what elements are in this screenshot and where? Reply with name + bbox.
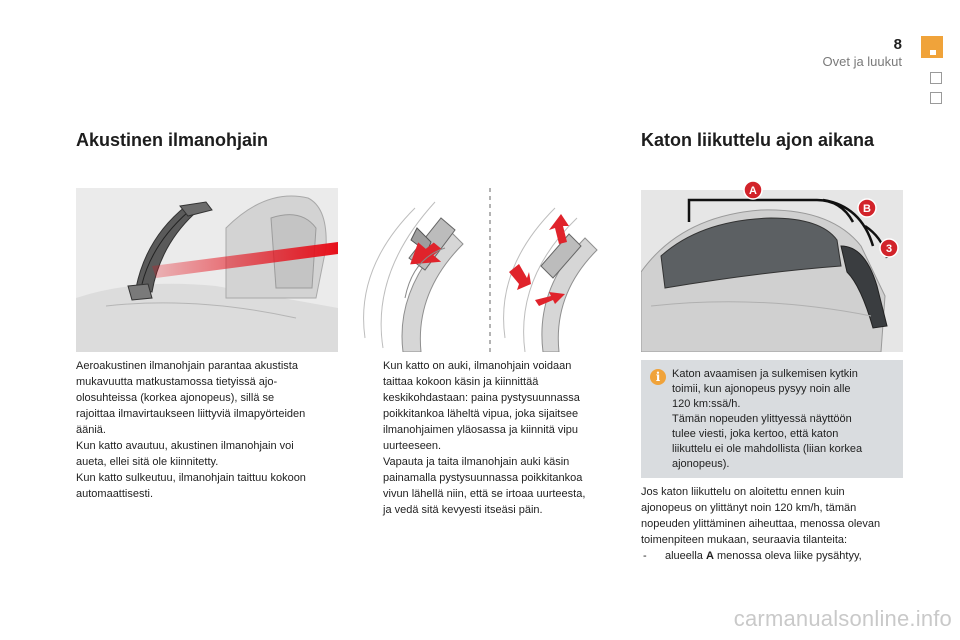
info-icon: i <box>650 369 666 385</box>
roof-movement-illustration: A B 3 <box>641 180 903 352</box>
text-line: uurteeseen. <box>383 440 442 452</box>
text-line: taittaa kokoon käsin ja kiinnittää <box>383 376 539 388</box>
text-line: ja vedä sitä kevyesti itseäsi päin. <box>383 504 543 516</box>
chapter-title: Ovet ja luukut <box>822 54 903 69</box>
callout-3: 3 <box>879 238 899 258</box>
text-line: Kun katto on auki, ilmanohjain voidaan <box>383 360 572 372</box>
text-line: ajonopeus). <box>672 458 730 470</box>
text-line: automaattisesti. <box>76 488 154 500</box>
text-line: ääniä. <box>76 424 106 436</box>
text-line: keskikohdastaan: paina pystysuunnassa <box>383 392 580 404</box>
section-title-deflector: Akustinen ilmanohjain <box>76 130 269 150</box>
chapter-tab-2[interactable] <box>930 72 942 84</box>
roof-movement-description: Jos katon liikuttelu on aloitettu ennen … <box>641 484 903 564</box>
deflector-illustration <box>76 188 338 352</box>
text-line: Kun katto avautuu, akustinen ilmanohjain… <box>76 440 294 452</box>
list-prefix: alueella <box>665 550 703 562</box>
callout-a: A <box>743 180 763 200</box>
svg-text:A: A <box>749 185 757 197</box>
text-line: Katon avaamisen ja sulkemisen kytkin <box>672 368 858 380</box>
text-line: ilmanohjaimen yläosassa ja kiinnitä vipu <box>383 424 579 436</box>
text-line: Tämän nopeuden ylittyessä näyttöön <box>672 413 852 425</box>
text-line: rajoittaa ilmavirtaukseen liittyviä ilma… <box>76 408 306 420</box>
text-line: toimenpiteen mukaan, seuraavia tilanteit… <box>641 534 848 546</box>
bullet-item: Kun katto on auki, ilmanohjain voidaan t… <box>362 358 607 454</box>
text-line: 120 km:ssä/h. <box>672 398 741 410</box>
text-line: aueta, ellei sitä ole kiinnitetty. <box>76 456 219 468</box>
list-dash: - <box>643 550 647 562</box>
text-line: Kun katto sulkeutuu, ilmanohjain taittuu… <box>76 472 306 484</box>
folding-detail-illustration <box>363 188 598 352</box>
folding-instructions: Kun katto on auki, ilmanohjain voidaan t… <box>362 358 607 518</box>
text-line: painamalla pystysuunnassa poikkitankoa <box>383 472 583 484</box>
page-number: 8 <box>893 36 902 53</box>
svg-text:3: 3 <box>886 243 892 255</box>
watermark[interactable]: carmanualsonline.info <box>733 606 952 631</box>
callout-b: B <box>857 198 877 218</box>
text-line: Jos katon liikuttelu on aloitettu ennen … <box>641 486 845 498</box>
text-line: liikuttelu ei ole mahdollista (liian kor… <box>672 443 863 455</box>
text-line: ajonopeus on ylittänyt noin 120 km/h, tä… <box>641 502 857 514</box>
bullet-item: Vapauta ja taita ilmanohjain auki käsin … <box>362 454 607 518</box>
text-line: olosuhteissa (korkea ajonopeus), sillä s… <box>76 392 275 404</box>
list-item: - alueella A menossa oleva liike pysähty… <box>641 548 903 564</box>
text-line: toimii, kun ajonopeus pysyy noin alle <box>672 383 851 395</box>
text-line: tulee viesti, joka kertoo, että katon <box>672 428 839 440</box>
text-line: vivun lähellä niin, että se irtoaa uurte… <box>383 488 586 500</box>
text-line: mukavuutta matkustamossa tietyissä ajo- <box>76 376 278 388</box>
text-line: Vapauta ja taita ilmanohjain auki käsin <box>383 456 570 468</box>
svg-text:B: B <box>863 203 871 215</box>
section-title-roof-while-driving: Katon liikuttelu ajon aikana <box>641 130 875 150</box>
text-line: nopeuden ylittäminen aiheuttaa, menossa … <box>641 518 881 530</box>
deflector-description: Aeroakustinen ilmanohjain parantaa akust… <box>76 358 338 502</box>
list-suffix: menossa oleva liike pysähtyy, <box>717 550 862 562</box>
chapter-tab-active[interactable] <box>921 36 943 58</box>
list-bold-label: A <box>705 550 714 562</box>
chapter-tab-3[interactable] <box>930 92 942 104</box>
text-line: Aeroakustinen ilmanohjain parantaa akust… <box>76 360 298 372</box>
text-line: poikkitankoa läheltä vipua, joka sijaits… <box>383 408 579 420</box>
speed-info-box: i Katon avaamisen ja sulkemisen kytkin t… <box>641 360 903 478</box>
